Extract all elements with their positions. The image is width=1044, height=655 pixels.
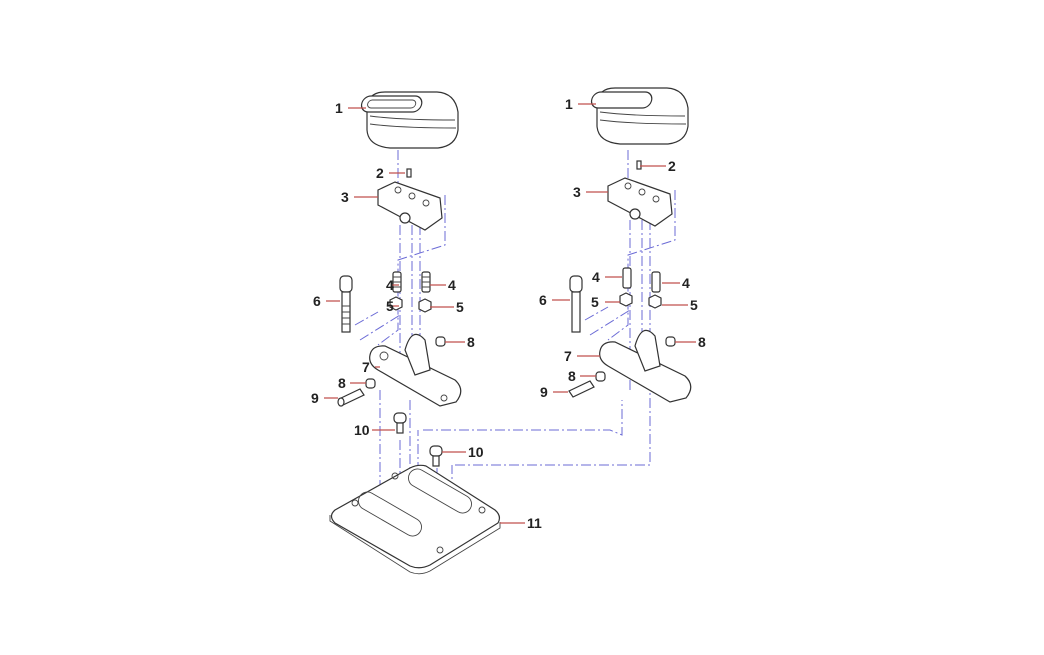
hinge-base-part	[599, 329, 692, 403]
spring-part	[622, 267, 661, 293]
callout-1: 1	[335, 100, 343, 116]
callout-2: 2	[668, 158, 676, 174]
bushing-part	[435, 336, 446, 347]
callout-2: 2	[376, 165, 384, 181]
screw-part	[393, 412, 443, 467]
callout-5: 5	[591, 294, 599, 310]
callout-4: 4	[682, 275, 690, 291]
callout-5: 5	[456, 299, 464, 315]
callout-10: 10	[468, 444, 484, 460]
bolt-part	[339, 275, 353, 333]
callout-4: 4	[386, 277, 394, 293]
bushing-part	[665, 336, 676, 347]
bolt-part	[569, 275, 583, 333]
callout-1: 1	[565, 96, 573, 112]
hinge-pin-part	[568, 380, 595, 398]
callout-7: 7	[362, 359, 370, 375]
callouts-right: 1 2 3 4 4 5 5 6 7 8 8 9	[539, 96, 706, 400]
callout-5: 5	[386, 298, 394, 314]
pin-part	[406, 168, 412, 178]
nut-part	[389, 296, 432, 313]
callout-4: 4	[448, 277, 456, 293]
callouts-left: 1 2 3 4 4 5 5 6 7 8 8 9 10 10 11	[311, 100, 542, 531]
callout-11: 11	[527, 515, 542, 531]
callout-6: 6	[539, 292, 547, 308]
callout-3: 3	[341, 189, 349, 205]
callout-6: 6	[313, 293, 321, 309]
nut-part	[619, 292, 662, 309]
callout-8: 8	[338, 375, 346, 391]
hinge-pin-part	[337, 388, 365, 407]
bracket-part	[377, 181, 443, 231]
leader-lines	[324, 103, 696, 524]
pin-part	[636, 160, 642, 170]
bushing-part	[365, 378, 376, 389]
spring-part	[392, 271, 431, 293]
callout-9: 9	[540, 384, 548, 400]
hinge-base-part	[369, 333, 462, 407]
rubber-pad-part	[590, 87, 689, 145]
callout-8: 8	[568, 368, 576, 384]
right-assembly	[568, 87, 692, 403]
mounting-plate-part	[329, 464, 501, 575]
callout-3: 3	[573, 184, 581, 200]
callout-8: 8	[698, 334, 706, 350]
bracket-part	[607, 177, 673, 227]
bushing-part	[595, 371, 606, 382]
callout-9: 9	[311, 390, 319, 406]
callout-5: 5	[690, 297, 698, 313]
callout-7: 7	[564, 348, 572, 364]
callout-8: 8	[467, 334, 475, 350]
rubber-pad-part	[360, 91, 459, 149]
callout-10: 10	[354, 422, 370, 438]
callout-4: 4	[592, 269, 600, 285]
left-assembly	[329, 91, 501, 575]
